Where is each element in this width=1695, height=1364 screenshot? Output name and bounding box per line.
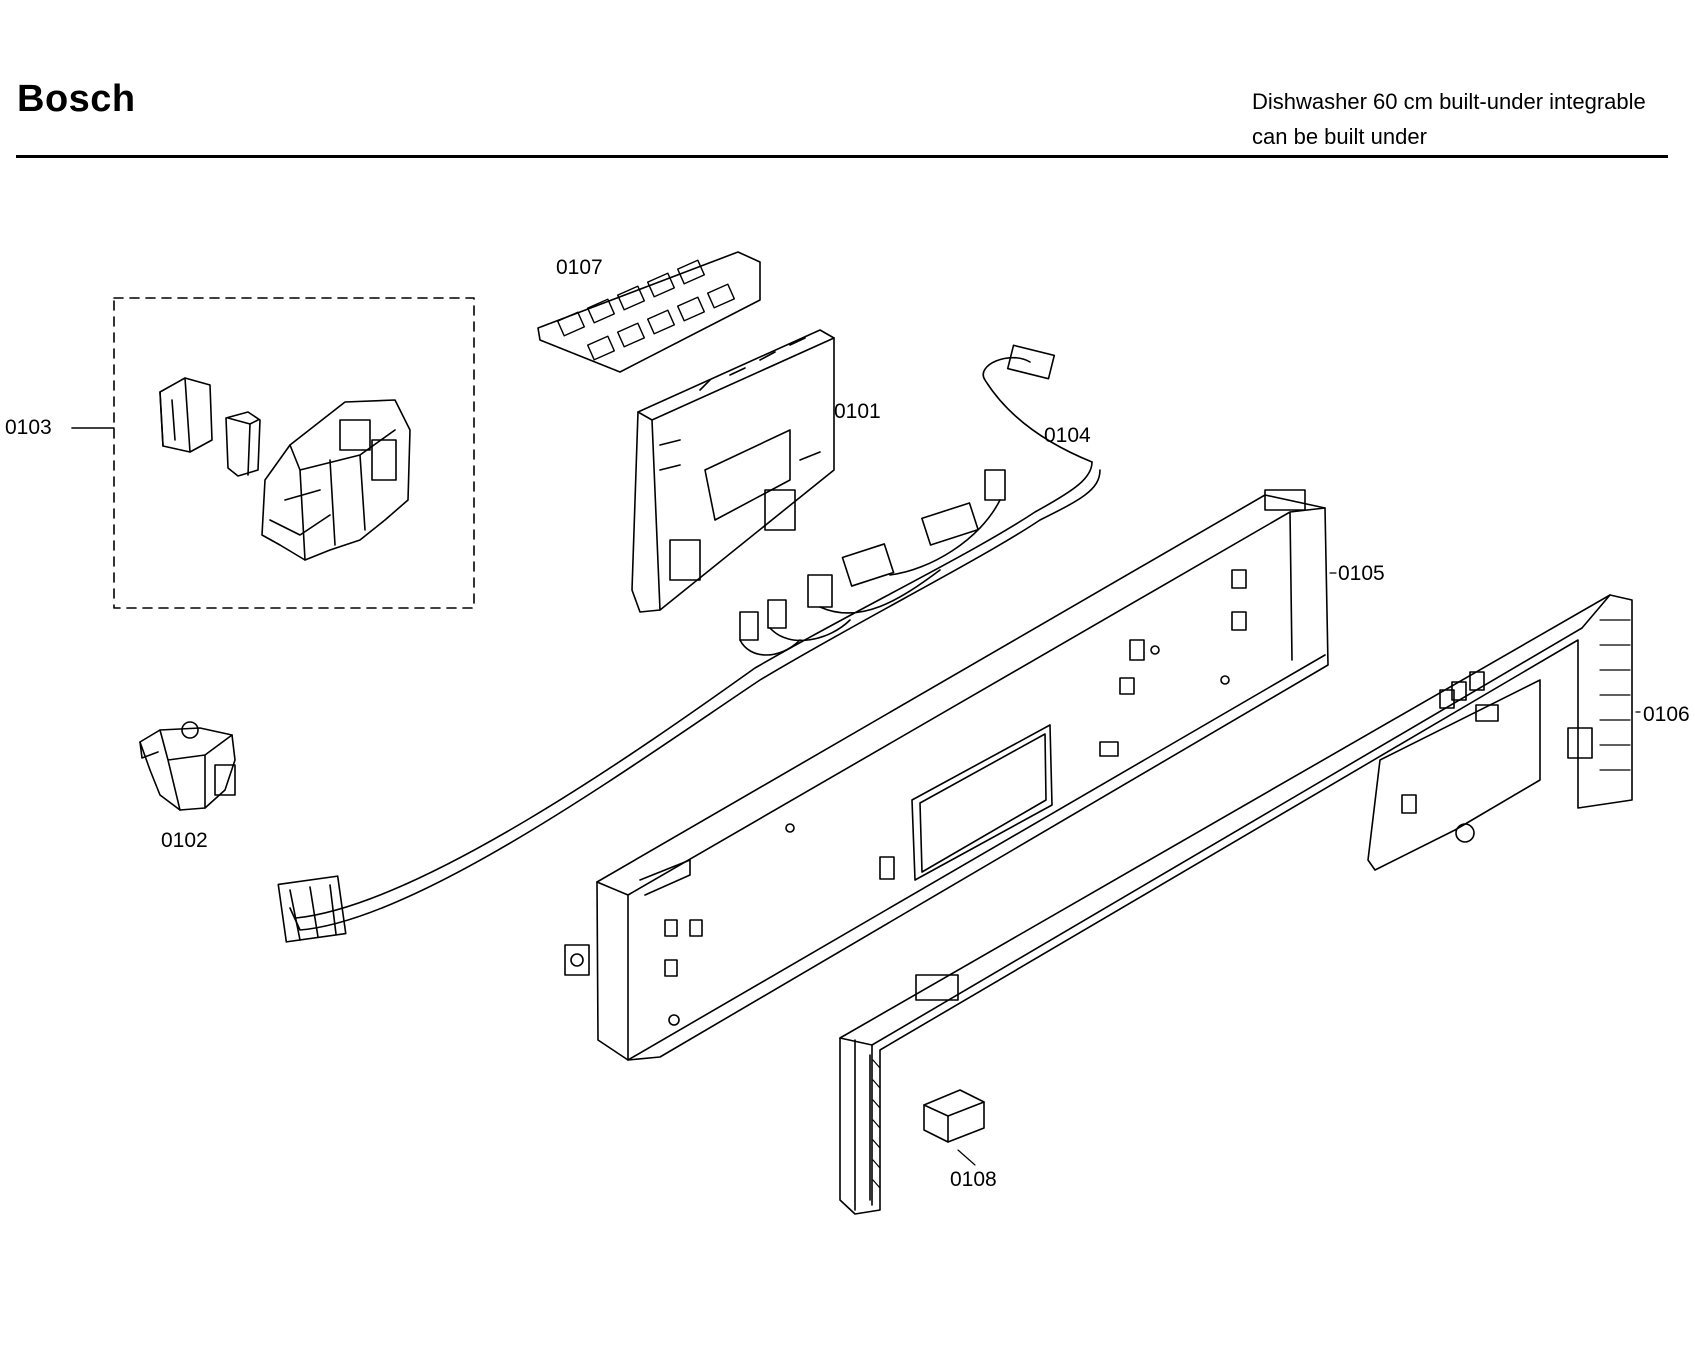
part-0104-wiring-harness [277, 344, 1101, 943]
part-0103-assembly [71, 297, 475, 609]
label-0107: 0107 [556, 256, 603, 279]
part-0106-front-trim [839, 594, 1633, 1215]
part-0101-control-module [631, 329, 835, 613]
header-rule [16, 155, 1668, 158]
part-0102-valve [139, 721, 236, 811]
label-0105: 0105 [1338, 562, 1385, 585]
label-0103: 0103 [5, 416, 52, 439]
label-0108: 0108 [950, 1168, 997, 1191]
part-0107-keypad-mat [537, 251, 761, 373]
part-0108-block [923, 1089, 985, 1143]
brand-title: Bosch [17, 78, 136, 120]
part-0103-dashed-box [113, 297, 475, 609]
model-description-line2: can be built under [1252, 124, 1427, 149]
label-0106: 0106 [1643, 703, 1690, 726]
label-0101: 0101 [834, 400, 881, 423]
model-description-line1: Dishwasher 60 cm built-under integrable [1252, 89, 1646, 114]
label-0104: 0104 [1044, 424, 1091, 447]
part-0105-window-cutout [911, 724, 1053, 881]
label-0102: 0102 [161, 829, 208, 852]
leader-lines [957, 572, 1641, 1166]
part-0105-frame-panel [564, 489, 1329, 1061]
model-description: Dishwasher 60 cm built-under integrable … [1252, 84, 1646, 154]
